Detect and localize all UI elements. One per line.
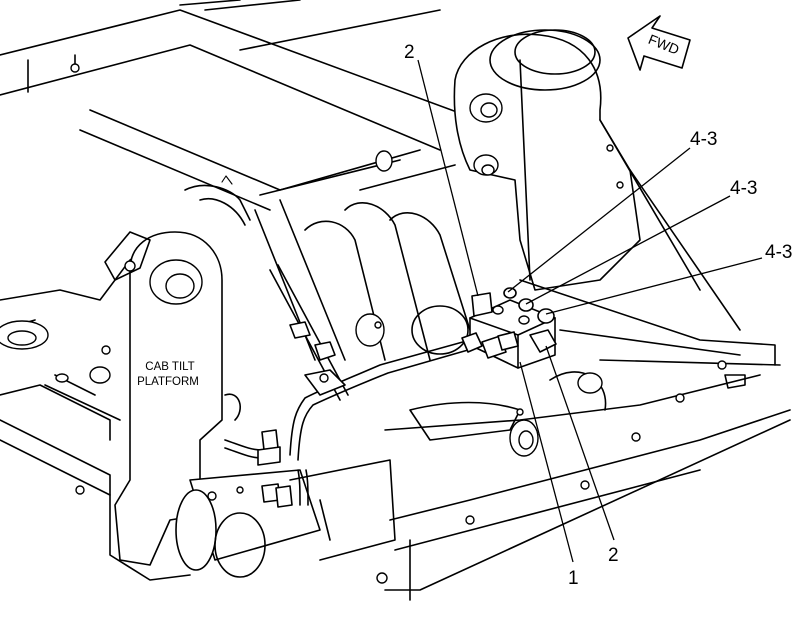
lower-left-fittings xyxy=(257,429,293,508)
leader-line-2-top xyxy=(417,59,479,297)
leader-line-1 xyxy=(519,361,574,563)
callout-4-3-lower: 4-3 xyxy=(765,242,792,263)
callout-2-top: 2 xyxy=(404,42,415,63)
manifold-block xyxy=(461,287,557,369)
platform-label-line2: PLATFORM xyxy=(137,376,199,388)
leader-line-4-3-upper xyxy=(507,147,691,293)
line-clamps xyxy=(289,321,346,396)
callout-4-3-middle: 4-3 xyxy=(730,178,757,199)
platform-label-line1: CAB TILT xyxy=(145,361,194,373)
hydraulic-lines xyxy=(224,264,476,506)
leader-line-4-3-middle xyxy=(525,195,731,305)
callout-leaders xyxy=(417,59,763,563)
forward-direction-arrow: FWD xyxy=(627,15,691,71)
right-pivot-bracket xyxy=(453,29,741,331)
callout-1: 1 xyxy=(568,568,579,589)
leader-line-2-bottom xyxy=(545,345,615,541)
callout-4-3-upper: 4-3 xyxy=(690,129,717,150)
callouts: 2 4-3 4-3 4-3 2 1 xyxy=(404,42,792,589)
leader-line-4-3-lower xyxy=(545,257,763,315)
main-frame-rail xyxy=(376,279,791,601)
lower-strut xyxy=(175,459,396,578)
left-frame-rail xyxy=(0,239,191,581)
upper-frame xyxy=(0,0,466,211)
callout-2-bottom: 2 xyxy=(608,545,619,566)
platform-label: CAB TILT PLATFORM xyxy=(137,361,199,388)
cross-members xyxy=(254,199,607,457)
